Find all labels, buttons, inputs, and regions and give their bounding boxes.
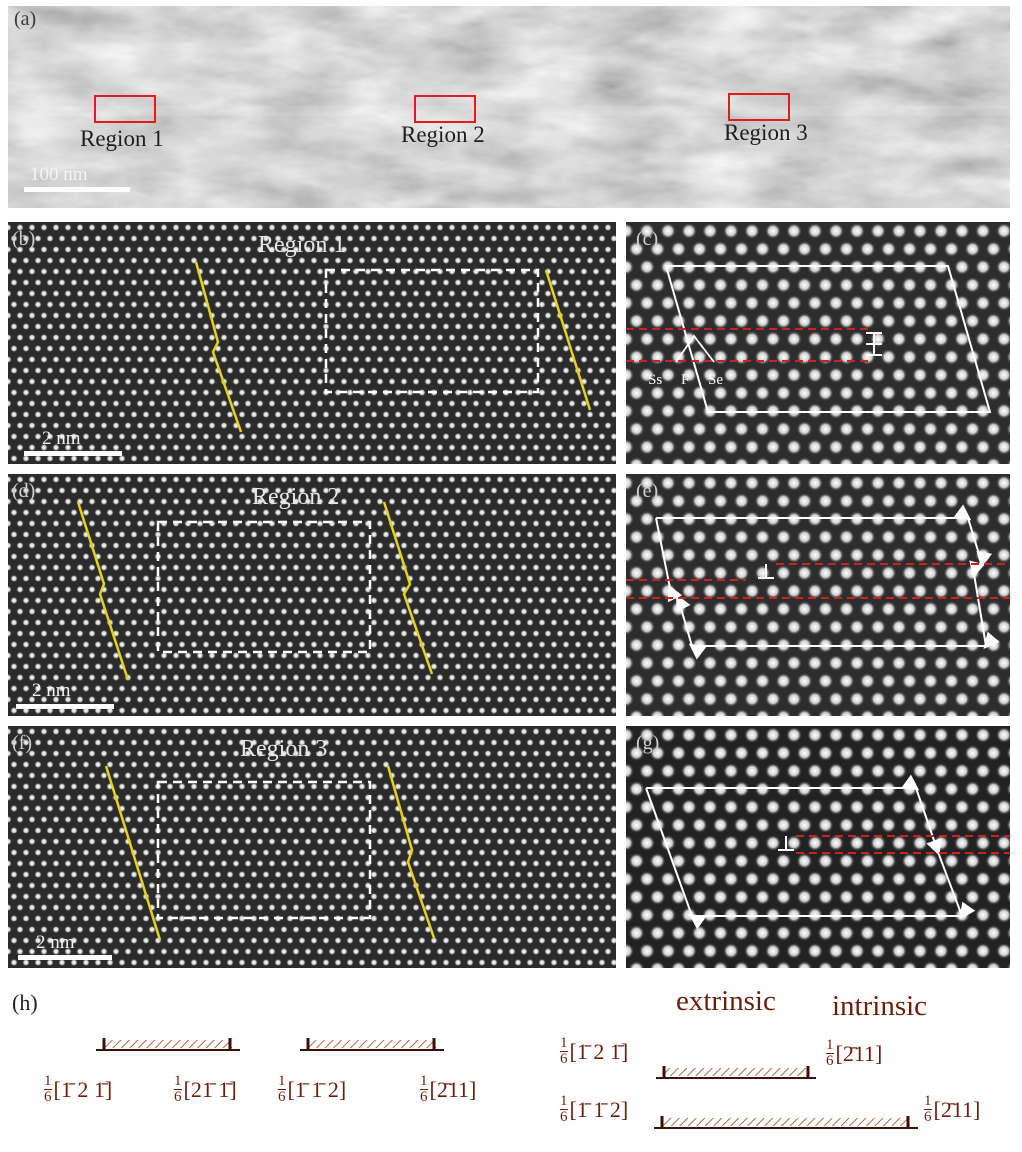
dislocation-symbol-e <box>758 564 774 579</box>
burgers-circuit-e <box>655 504 1000 660</box>
panel-f-label: (f) <box>12 732 32 754</box>
panel-f-title: Region 3 <box>240 736 328 762</box>
region-3-label: Region 3 <box>724 120 808 145</box>
atom-columns <box>626 223 1010 464</box>
overlay-c: Ss F Se <box>626 265 992 413</box>
stacking-fault-schematics <box>96 1038 918 1129</box>
region-1-label: Region 1 <box>80 126 164 151</box>
dashed-box-f <box>156 780 372 920</box>
panel-e-label: (e) <box>636 480 659 502</box>
lattice-image-f <box>8 726 616 968</box>
scale-bar-label-d: 2 nm <box>32 680 71 701</box>
annotation-ss: Ss <box>648 372 662 388</box>
lattice-image-b <box>8 222 616 464</box>
scale-bar-a <box>24 187 130 192</box>
boundary-line-right-d <box>382 501 434 675</box>
partial-dislocation-path-c <box>675 334 715 363</box>
panel-b-title: Region 1 <box>258 232 346 258</box>
scale-bar-label-a: 100 nm <box>30 164 88 185</box>
stacking-fault-extrinsic <box>656 1066 816 1079</box>
intrinsic-label: intrinsic <box>832 990 928 1022</box>
panel-b-label: (b) <box>12 228 36 250</box>
panel-h-label: (h) <box>12 990 38 1015</box>
burgers-circuit-c <box>664 265 992 413</box>
region-3-box <box>728 93 790 121</box>
panel-g-label: (g) <box>636 732 660 754</box>
dislocation-symbol-c <box>866 332 882 356</box>
lattice-image-d <box>8 474 616 716</box>
panel-c-label: (c) <box>636 228 659 250</box>
panel-d-title: Region 2 <box>252 484 340 510</box>
dashed-box-b <box>324 268 540 394</box>
panel-a-overview: (a) Region 1 Region 2 Region 3 100 nm <box>8 6 1010 208</box>
boundary-line-left-f <box>104 765 162 941</box>
panel-f-region-3: (f) Region 3 2 nm <box>8 726 616 968</box>
burgers-circuit-g <box>645 774 976 930</box>
atom-columns <box>8 223 616 463</box>
stacking-fault-intrinsic <box>654 1116 918 1129</box>
scale-bar-b <box>24 451 122 456</box>
overlay-g <box>645 774 1010 930</box>
scale-bar-f <box>18 955 112 960</box>
boundary-line-left-d <box>76 501 130 681</box>
region-2-label: Region 2 <box>401 122 485 147</box>
annotation-f: F <box>681 372 689 388</box>
panel-c-zoom-1: (c) Ss F Se <box>626 222 1010 464</box>
region-1-box <box>94 95 156 123</box>
panel-e-zoom-2: (e) <box>626 474 1010 716</box>
extrinsic-label: extrinsic <box>676 985 776 1017</box>
stacking-fault-2 <box>300 1038 444 1051</box>
overlay-b <box>194 261 592 433</box>
atom-columns <box>8 727 616 967</box>
dashed-box-d <box>156 520 372 654</box>
atom-columns <box>8 475 616 715</box>
overview-image <box>8 6 1010 208</box>
panel-a-label: (a) <box>14 8 37 30</box>
overlay-f <box>104 765 436 941</box>
panel-b-region-1: (b) Region 1 2 nm <box>8 222 616 464</box>
scale-bar-d <box>16 704 114 709</box>
panel-g-zoom-3: (g) <box>626 726 1010 968</box>
scale-bar-label-b: 2 nm <box>42 428 81 449</box>
boundary-line-right-b <box>544 269 592 411</box>
dislocation-symbol-g <box>778 836 794 851</box>
boundary-line-left-b <box>194 261 243 433</box>
boundary-line-right-f <box>386 765 436 939</box>
scale-bar-label-f: 2 nm <box>36 932 75 953</box>
panel-d-label: (d) <box>12 480 36 502</box>
annotation-se: Se <box>708 372 723 388</box>
overlay-d <box>76 501 434 681</box>
panel-d-region-2: (d) Region 2 2 nm <box>8 474 616 716</box>
overlay-e <box>626 504 1010 660</box>
stacking-fault-1 <box>96 1038 240 1051</box>
region-2-box <box>414 95 476 123</box>
